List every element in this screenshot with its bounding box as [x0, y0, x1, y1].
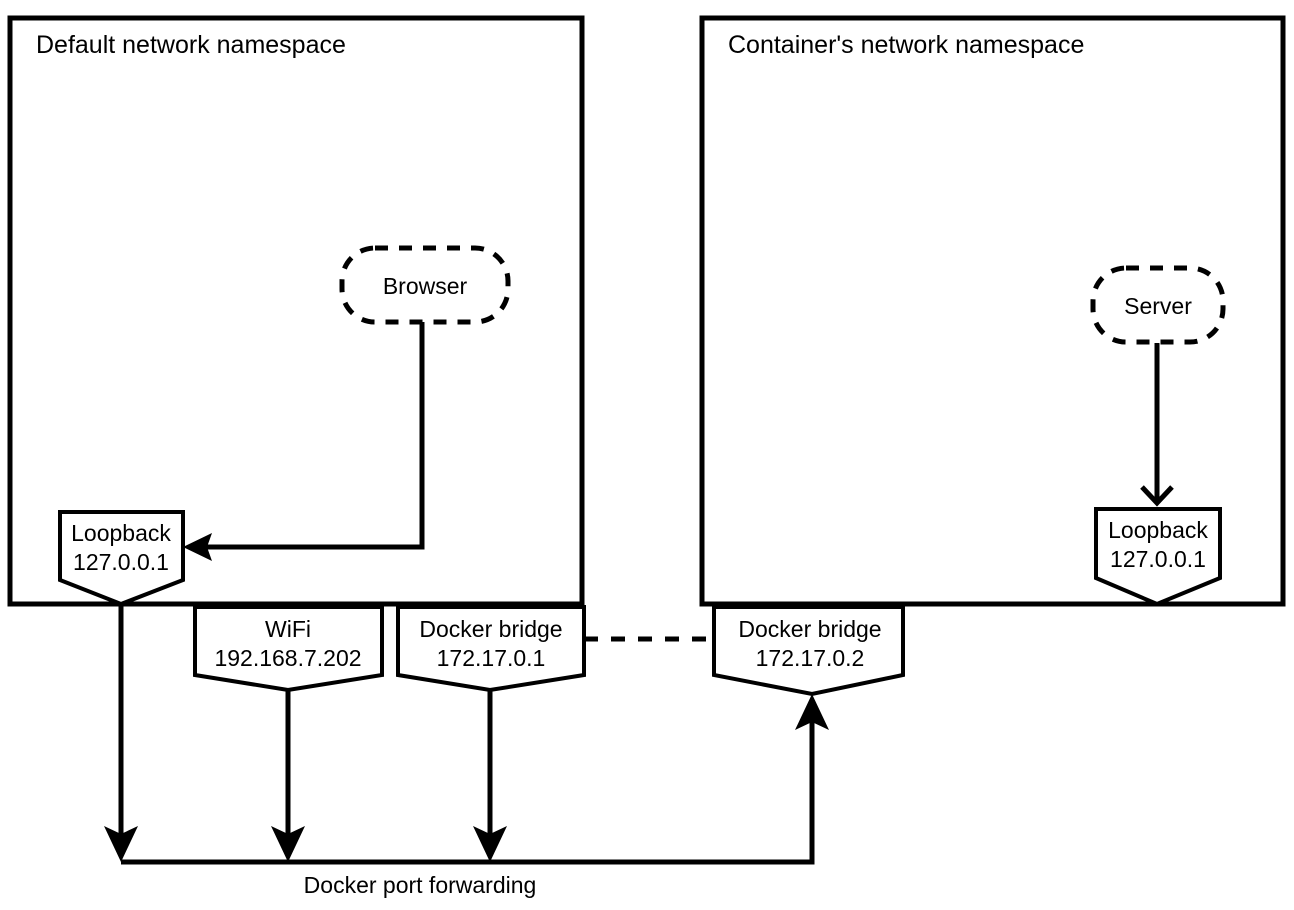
browser-shape — [339, 245, 511, 325]
arrowhead-bus-to-container-bridge — [795, 694, 829, 730]
namespace-title-default: Default network namespace — [36, 31, 346, 59]
interface-node-container-loopback[interactable]: Loopback 127.0.0.1 — [1094, 507, 1222, 607]
bus-label-docker-port-forwarding: Docker port forwarding — [304, 872, 537, 898]
bus-line-docker-port-forwarding — [121, 712, 815, 865]
server-shape — [1090, 265, 1226, 345]
container-docker-bridge-shape — [712, 605, 905, 697]
host-loopback-address: 127.0.0.1 — [73, 549, 169, 575]
interface-node-host-loopback[interactable]: Loopback 127.0.0.1 — [58, 510, 185, 607]
arrowhead-browser-to-loopback — [183, 533, 212, 561]
browser-label: Browser — [383, 273, 468, 299]
host-wifi-address: 192.168.7.202 — [214, 645, 361, 671]
server-label: Server — [1124, 293, 1192, 319]
host-docker-bridge-address: 172.17.0.1 — [437, 645, 546, 671]
container-loopback-shape — [1094, 507, 1222, 607]
container-loopback-name: Loopback — [1108, 517, 1208, 543]
container-docker-bridge-address: 172.17.0.2 — [756, 645, 865, 671]
container-loopback-address: 127.0.0.1 — [1110, 546, 1206, 572]
arrowhead-server-to-container-loopback — [1140, 485, 1174, 507]
host-docker-bridge-shape — [396, 605, 586, 693]
arrowhead-loopback-to-bus — [104, 826, 138, 862]
process-node-browser[interactable]: Browser — [339, 245, 511, 325]
container-docker-bridge-name: Docker bridge — [738, 616, 881, 642]
process-node-server[interactable]: Server — [1090, 265, 1226, 345]
host-wifi-name: WiFi — [265, 616, 311, 642]
host-docker-bridge-name: Docker bridge — [419, 616, 562, 642]
interface-node-container-docker-bridge[interactable]: Docker bridge 172.17.0.2 — [712, 605, 905, 697]
link-browser-to-loopback — [196, 322, 425, 550]
namespace-title-container: Container's network namespace — [728, 31, 1084, 59]
arrowhead-wifi-to-bus — [271, 826, 305, 862]
interface-node-host-wifi[interactable]: WiFi 192.168.7.202 — [193, 605, 384, 693]
host-wifi-shape — [193, 605, 384, 693]
host-loopback-shape — [58, 510, 185, 607]
arrowhead-host-bridge-to-bus — [473, 826, 507, 862]
host-loopback-name: Loopback — [71, 520, 171, 546]
interface-node-host-docker-bridge[interactable]: Docker bridge 172.17.0.1 — [396, 605, 586, 693]
